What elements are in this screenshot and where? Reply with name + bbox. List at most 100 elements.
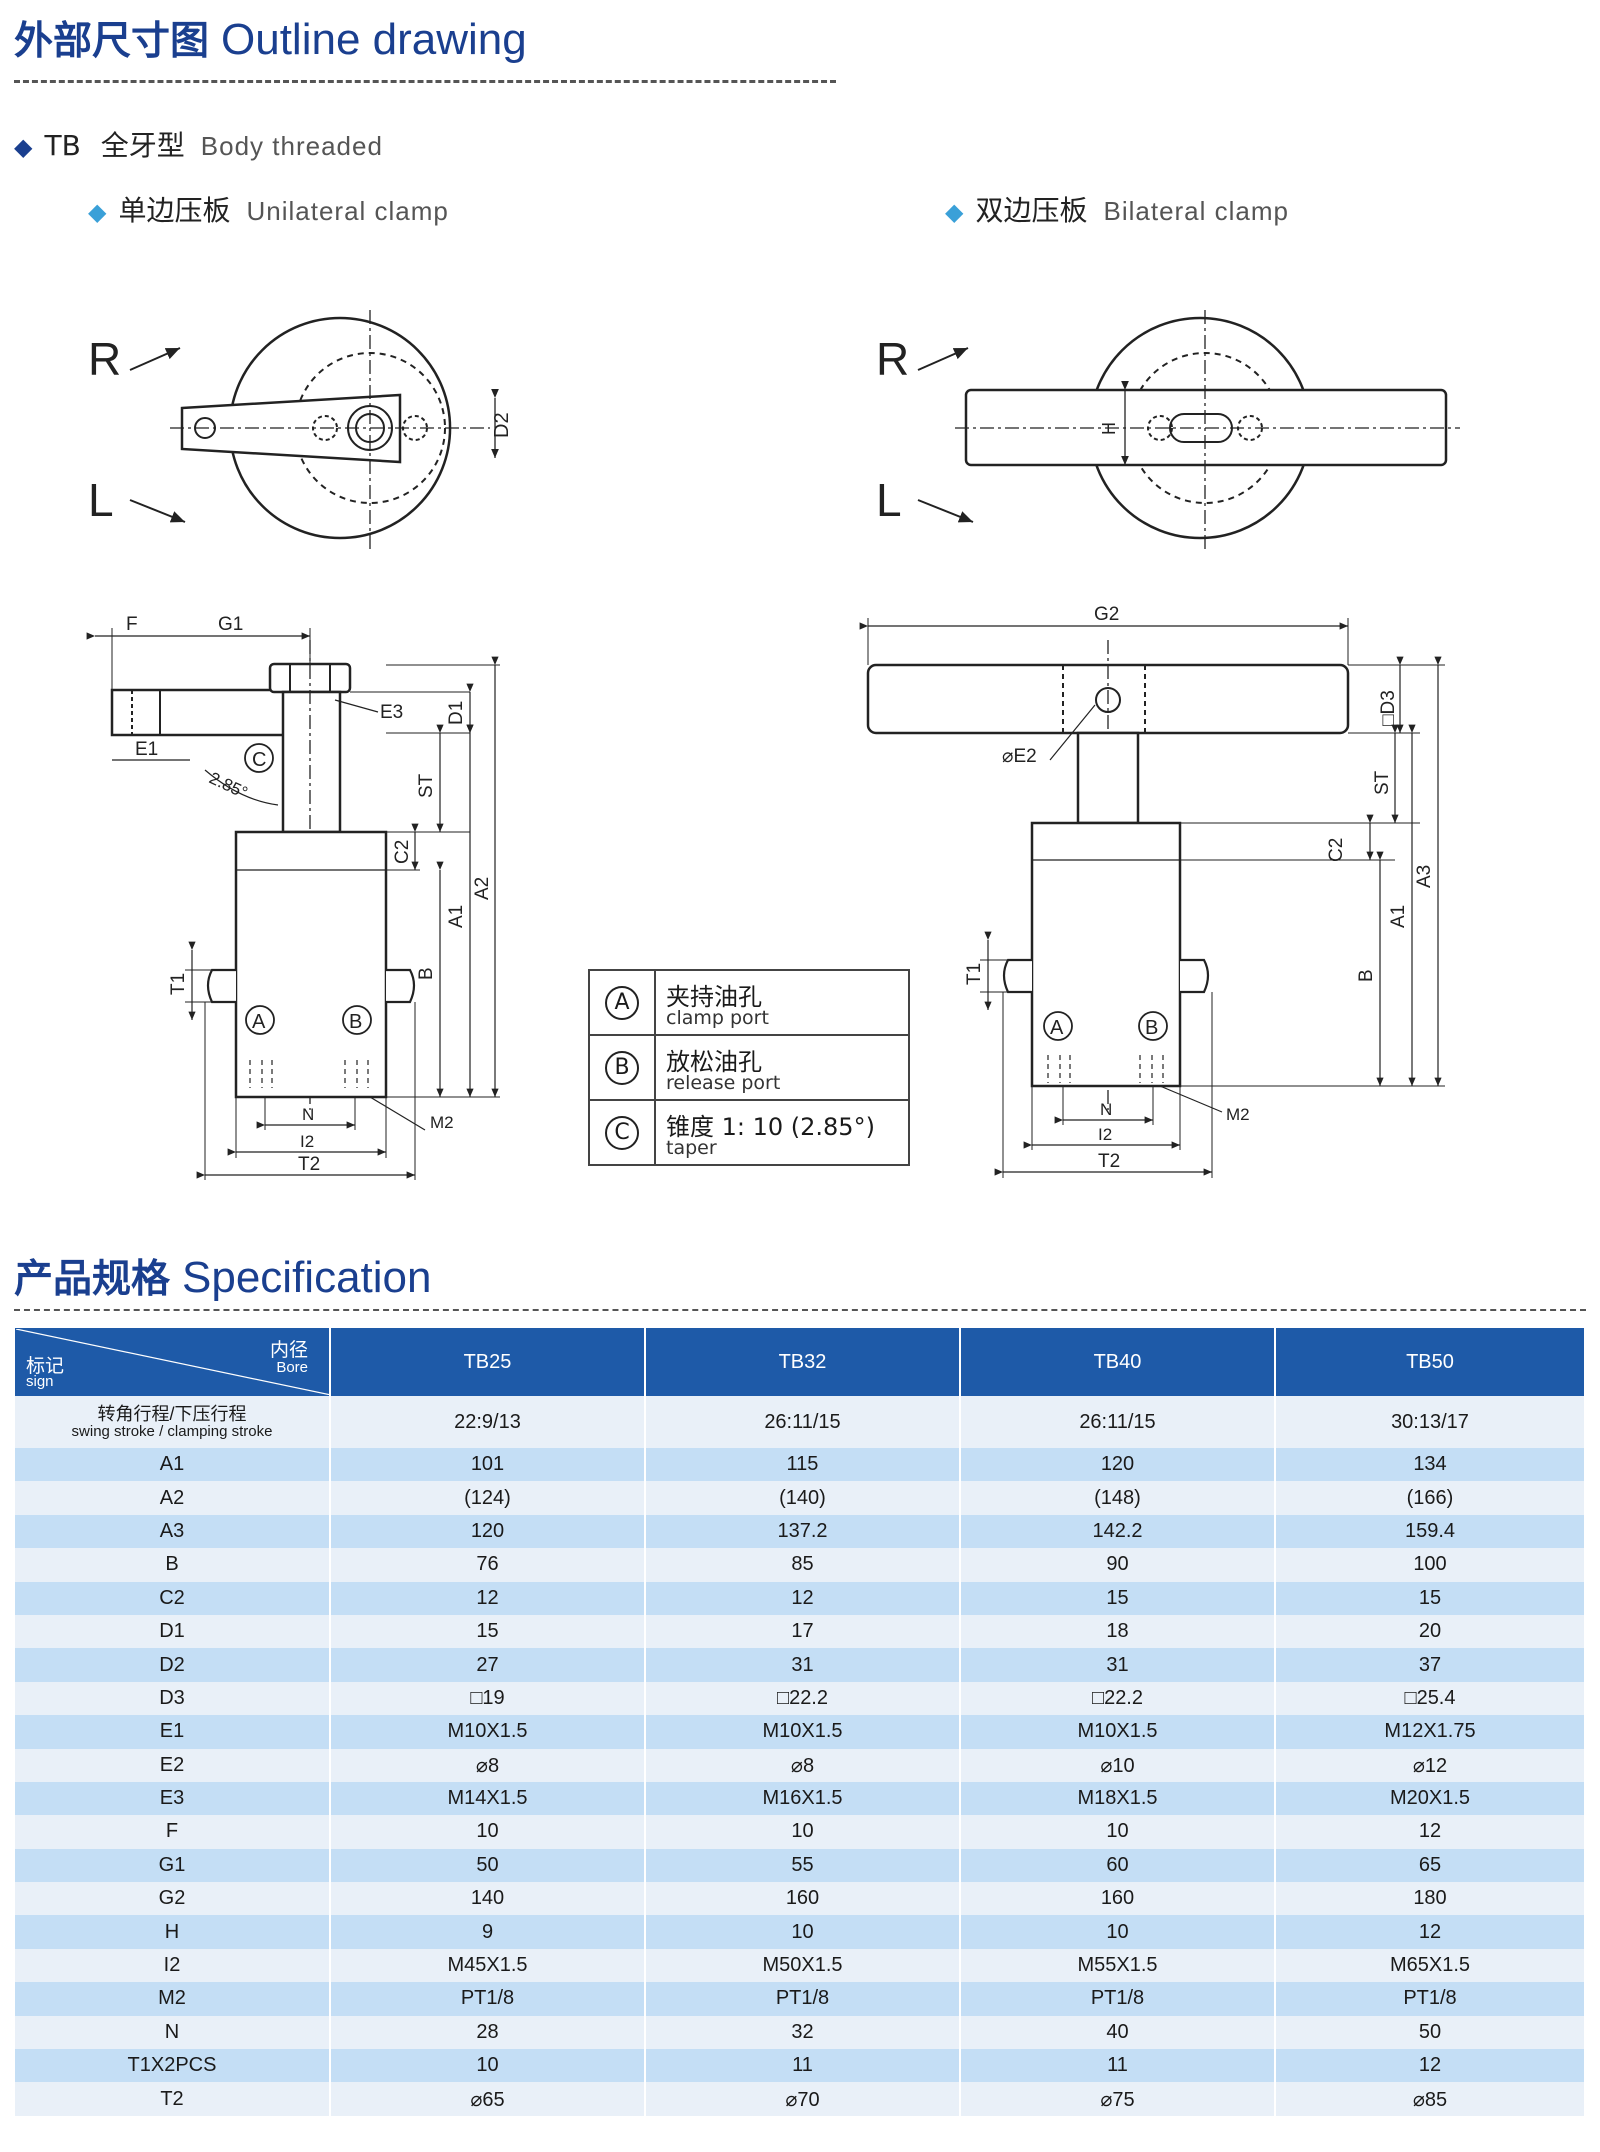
dim-c2-2: C2 [1326, 838, 1347, 862]
table-cell: 26:11/15 [645, 1396, 961, 1448]
pin-hole [1095, 687, 1121, 713]
port-legend: A 夹持油孔 clamp port B 放松油孔 release port C … [588, 969, 910, 1166]
row-label: E2 [15, 1748, 331, 1782]
row-label: D2 [15, 1648, 331, 1682]
legend-en: release port [666, 1072, 781, 1094]
table-cell: 137.2 [645, 1514, 961, 1549]
table-cell: 30:13/17 [1275, 1396, 1586, 1448]
dim-a1-2: A1 [1388, 905, 1409, 928]
table-cell: 55 [645, 1848, 961, 1883]
table-cell: ⌀65 [330, 2082, 646, 2116]
row-label: I2 [15, 1948, 331, 1983]
bilateral-heading: ◆ 双边压板 Bilateral clamp [945, 189, 1289, 229]
table-cell: 10 [960, 1815, 1276, 1849]
table-cell: 10 [330, 1815, 646, 1849]
port-a-label: A [252, 1011, 266, 1033]
row-label: A3 [15, 1514, 331, 1549]
spec-table: 标记 sign 内径 Bore TB25 TB32 TB40 TB50 转角行程… [15, 1328, 1586, 2116]
table-cell: M45X1.5 [330, 1948, 646, 1983]
port-a-marker-2 [1043, 1011, 1073, 1041]
dim-f: F [126, 614, 138, 635]
corner-header: 标记 sign 内径 Bore [15, 1328, 331, 1396]
table-cell: 12 [645, 1581, 961, 1615]
table-cell: 40 [960, 2015, 1276, 2050]
row-label: T1X2PCS [15, 2049, 331, 2083]
model-cn: 全牙型 [100, 129, 185, 162]
table-cell: M10X1.5 [330, 1715, 646, 1749]
table-cell: 28 [330, 2015, 646, 2050]
column-header: TB50 [1275, 1328, 1586, 1396]
table-row: E2⌀8⌀8⌀10⌀12 [15, 1748, 1586, 1782]
table-cell: 31 [960, 1648, 1276, 1682]
rotation-right-label: R [88, 333, 121, 385]
unilateral-side-view: F G1 E1 E3 C 2.85° A B [86, 614, 500, 1180]
column-header: TB25 [330, 1328, 646, 1396]
corner-bore-en: Bore [276, 1359, 308, 1376]
stroke-label-en: swing stroke / clamping stroke [71, 1423, 273, 1440]
legend-cn: 夹持油孔 [666, 983, 762, 1011]
diamond-icon: ◆ [945, 198, 964, 226]
dim-m2: M2 [430, 1113, 454, 1132]
table-cell: (148) [960, 1481, 1276, 1515]
dim-t1: T1 [168, 973, 189, 995]
table-cell: 90 [960, 1548, 1276, 1582]
table-cell: 50 [330, 1848, 646, 1883]
dim-g1: G1 [218, 614, 243, 635]
port-b-label: B [349, 1011, 362, 1033]
table-cell: 10 [645, 1915, 961, 1949]
table-cell: 10 [960, 1915, 1276, 1949]
table-cell: 12 [330, 1581, 646, 1615]
table-row: A2(124)(140)(148)(166) [15, 1481, 1586, 1515]
table-cell: M18X1.5 [960, 1781, 1276, 1816]
table-cell: 20 [1275, 1614, 1586, 1649]
outline-title-en: Outline drawing [221, 15, 527, 64]
table-row: 转角行程/下压行程 swing stroke / clamping stroke… [15, 1396, 1586, 1448]
spec-title-cn: 产品规格 [14, 1257, 171, 1302]
dim-h: H [1099, 422, 1119, 435]
table-cell: 37 [1275, 1648, 1586, 1682]
table-cell: M20X1.5 [1275, 1781, 1586, 1816]
table-cell: 100 [1275, 1548, 1586, 1582]
cylinder-body [234, 830, 388, 1099]
table-cell: M10X1.5 [960, 1715, 1276, 1749]
rotation-left-label: L [88, 474, 114, 526]
table-cell: 26:11/15 [960, 1396, 1276, 1448]
table-cell: 120 [330, 1514, 646, 1549]
table-cell: M10X1.5 [645, 1715, 961, 1749]
dim-n-2: N [1100, 1100, 1112, 1119]
arrow-up-right-icon [917, 347, 969, 371]
table-cell: 9 [330, 1915, 646, 1949]
outline-dash-divider [14, 80, 836, 83]
legend-cn: 放松油孔 [666, 1048, 762, 1076]
legend-row: B 放松油孔 release port [590, 1036, 908, 1101]
dim-b-2: B [1356, 969, 1377, 982]
port-a-marker [245, 1005, 275, 1035]
table-cell: PT1/8 [645, 1982, 961, 2016]
unilateral-top-view: R L D2 [88, 310, 513, 550]
table-cell: M50X1.5 [645, 1948, 961, 1983]
table-cell: 18 [960, 1614, 1276, 1649]
dim-st: ST [416, 773, 437, 798]
row-label: G1 [15, 1848, 331, 1883]
dim-t2: T2 [298, 1154, 320, 1175]
table-cell: 11 [645, 2049, 961, 2083]
table-cell: 160 [645, 1882, 961, 1916]
row-label: M2 [15, 1982, 331, 2016]
diamond-icon: ◆ [14, 133, 33, 161]
table-cell: 60 [960, 1848, 1276, 1883]
table-cell: 27 [330, 1648, 646, 1682]
row-label: B [15, 1548, 331, 1582]
table-cell: 180 [1275, 1882, 1586, 1916]
legend-symbol: C [605, 1115, 639, 1150]
table-cell: 159.4 [1275, 1514, 1586, 1549]
table-cell: 31 [645, 1648, 961, 1682]
row-label: E1 [15, 1715, 331, 1749]
table-cell: 12 [1275, 2049, 1586, 2083]
port-b-label-2: B [1145, 1017, 1158, 1039]
